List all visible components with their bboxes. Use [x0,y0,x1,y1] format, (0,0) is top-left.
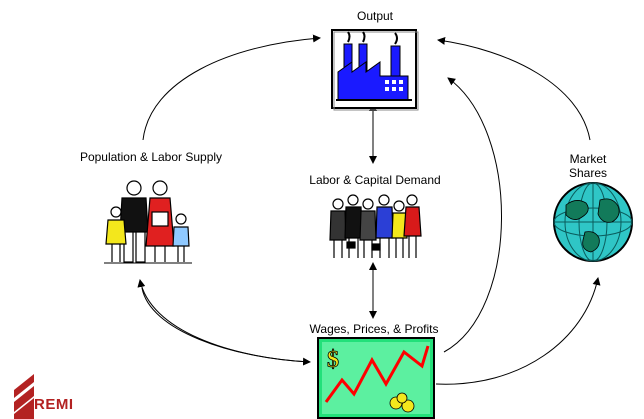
remi-logo-text: REMI [34,396,74,413]
output-label: Output [356,9,394,23]
arrow-population-to-output [142,34,321,141]
arrow-wages-to-population [137,279,311,363]
arrow-wages-to-output [443,77,502,353]
arrow-market-to-output [437,37,591,141]
flow-arrows [137,34,601,385]
workers-icon [329,194,422,258]
population-label: Population & Labor Supply [79,150,223,164]
family-icon [104,180,192,264]
remi-logo-mark [14,374,34,419]
labor-capital-label: Labor & Capital Demand [309,173,441,187]
wages-label: Wages, Prices, & Profits [309,322,439,336]
svg-text:$: $ [327,347,339,373]
arrow-wages-to-market [435,277,601,385]
price-chart-icon: $ [317,337,435,419]
globe-icon [553,182,633,262]
market-shares-label: Market Shares [568,152,608,180]
factory-icon [331,29,419,111]
